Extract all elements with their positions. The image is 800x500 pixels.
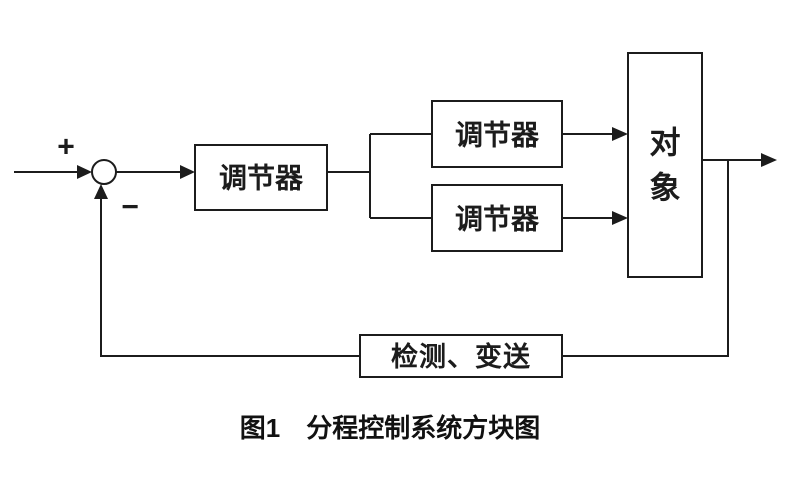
feedback-label: 检测、变送 bbox=[391, 341, 531, 372]
minus-sign: − bbox=[121, 191, 139, 224]
output-arrowhead-icon bbox=[761, 153, 777, 167]
summing-junction bbox=[91, 159, 117, 185]
plant-label-bottom: 象 bbox=[650, 171, 681, 206]
controller-arrowhead-icon bbox=[180, 165, 195, 179]
controller-main-block bbox=[194, 144, 328, 211]
upper-plant-arrowhead-icon bbox=[612, 127, 628, 141]
lower-plant-arrowhead-icon bbox=[612, 211, 628, 225]
controller-lower-label: 调节器 bbox=[455, 204, 540, 235]
figure-caption: 图1 分程控制系统方块图 bbox=[239, 413, 541, 443]
feedback-block bbox=[359, 334, 563, 378]
input-arrowhead-icon bbox=[77, 165, 92, 179]
feedback-arrowhead-icon bbox=[94, 184, 108, 199]
plant-block bbox=[627, 52, 703, 278]
controller-upper-label: 调节器 bbox=[455, 120, 540, 151]
plus-sign: + bbox=[57, 131, 75, 164]
block-diagram: + − 调节器 调节器 调节器 对 象 bbox=[14, 52, 777, 378]
plant-label-top: 对 bbox=[650, 126, 681, 161]
controller-main-label: 调节器 bbox=[219, 163, 304, 194]
